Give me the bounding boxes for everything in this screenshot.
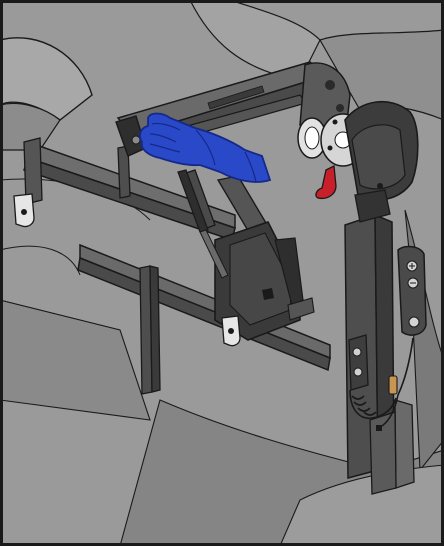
rear-crossbar xyxy=(23,137,236,241)
support-legs xyxy=(117,145,161,395)
red-release-handle-icon xyxy=(315,164,337,200)
coiled-cable-icon xyxy=(349,337,414,427)
mast-switch-box xyxy=(348,334,369,391)
tie-down-hook-icon xyxy=(13,193,35,228)
cable-connector xyxy=(388,375,398,395)
gas-spring xyxy=(177,169,229,279)
rotation-disc xyxy=(297,117,327,159)
gloved-hand-icon xyxy=(139,112,272,183)
hand-pendant-control-icon xyxy=(397,245,427,336)
tie-down-hook-icon-2 xyxy=(221,315,241,347)
carriage-box xyxy=(214,221,315,341)
actuator-motor-icon xyxy=(344,100,419,223)
